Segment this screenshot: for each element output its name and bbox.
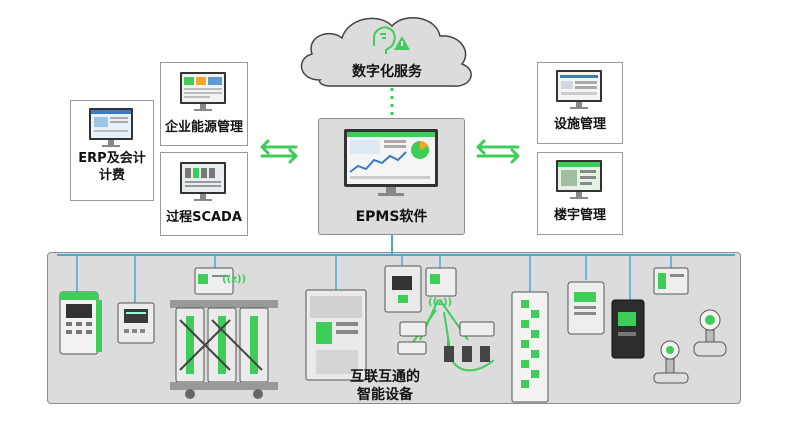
- energy-label: 企业能源管理: [164, 120, 243, 135]
- epms-label: EPMS软件: [355, 209, 428, 225]
- wireless-badge-2: ((z)): [428, 297, 453, 308]
- scada-label: 过程SCADA: [166, 210, 242, 225]
- facility-label: 设施管理: [553, 117, 606, 132]
- erp-label: ERP及会计 计费: [78, 151, 146, 183]
- cloud-label: 数字化服务: [352, 64, 422, 80]
- building-label: 楼宇管理: [553, 208, 606, 223]
- wireless-badge-1: ((z)): [222, 274, 247, 285]
- devices-caption-line1: 互联互通的: [350, 369, 420, 385]
- devices-caption-line2: 智能设备: [357, 387, 413, 403]
